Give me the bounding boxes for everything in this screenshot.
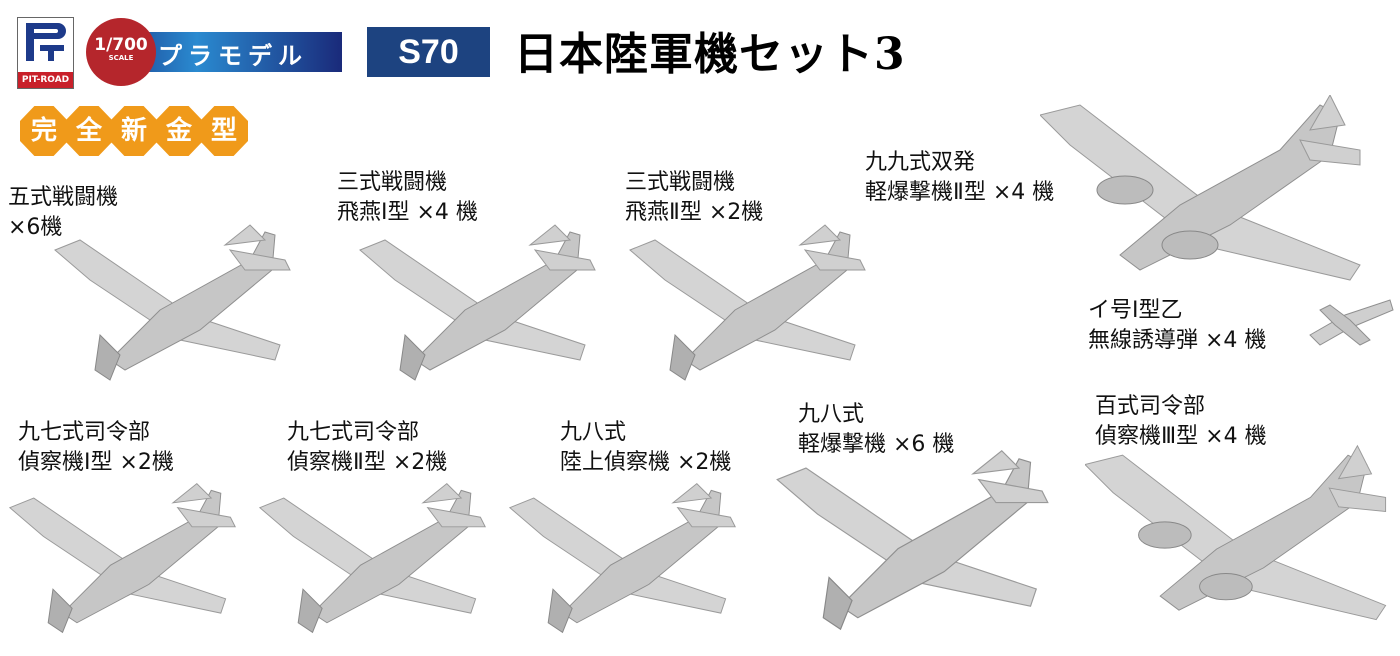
- aircraft-model: [776, 450, 1049, 630]
- item-label: 三式戦闘機飛燕Ⅱ型 ×2機: [625, 170, 764, 225]
- scale-badge: 1/700 SCALE: [86, 18, 156, 86]
- pit-road-logo: PIT-ROAD: [17, 17, 74, 89]
- badge: 型: [200, 106, 248, 156]
- badge: 金: [155, 106, 203, 156]
- item-label: 九八式軽爆撃機 ×6 機: [798, 402, 955, 457]
- aircraft-model: [1040, 95, 1361, 281]
- product-code: S70: [367, 27, 490, 77]
- item-label: 百式司令部偵察機Ⅲ型 ×4 機: [1095, 394, 1267, 449]
- aircraft-model: [359, 224, 596, 381]
- item-label: イ号Ⅰ型乙無線誘導弾 ×4 機: [1088, 298, 1267, 353]
- product-title: 日本陸軍機セット3: [514, 29, 906, 80]
- badge: 全: [65, 106, 113, 156]
- item-label: 九七式司令部偵察機Ⅰ型 ×2機: [18, 420, 174, 475]
- pit-road-mark-icon: [26, 23, 66, 61]
- guided-missile-model: [1309, 299, 1394, 346]
- aircraft-model: [9, 483, 236, 633]
- new-mold-badges: 完 全 新 金 型: [20, 106, 248, 156]
- brand-name: PIT-ROAD: [18, 72, 73, 88]
- item-label: 五式戦闘機×6機: [8, 185, 119, 240]
- badge: 新: [110, 106, 158, 156]
- aircraft-model: [629, 224, 866, 381]
- aircraft-model: [54, 224, 291, 381]
- item-label: 九七式司令部偵察機Ⅱ型 ×2機: [287, 420, 448, 475]
- aircraft-model: [1085, 445, 1387, 621]
- item-label: 三式戦闘機飛燕Ⅰ型 ×4 機: [337, 170, 478, 225]
- aircraft-model: [509, 483, 736, 633]
- category-label: プラモデル: [158, 42, 308, 70]
- scale-sub: SCALE: [108, 54, 134, 62]
- item-label: 九八式陸上偵察機 ×2機: [560, 420, 732, 475]
- aircraft-model: [259, 483, 486, 633]
- item-label: 九九式双発軽爆撃機Ⅱ型 ×4 機: [865, 150, 1055, 205]
- scale-value: 1/700: [94, 35, 148, 55]
- badge: 完: [20, 106, 68, 156]
